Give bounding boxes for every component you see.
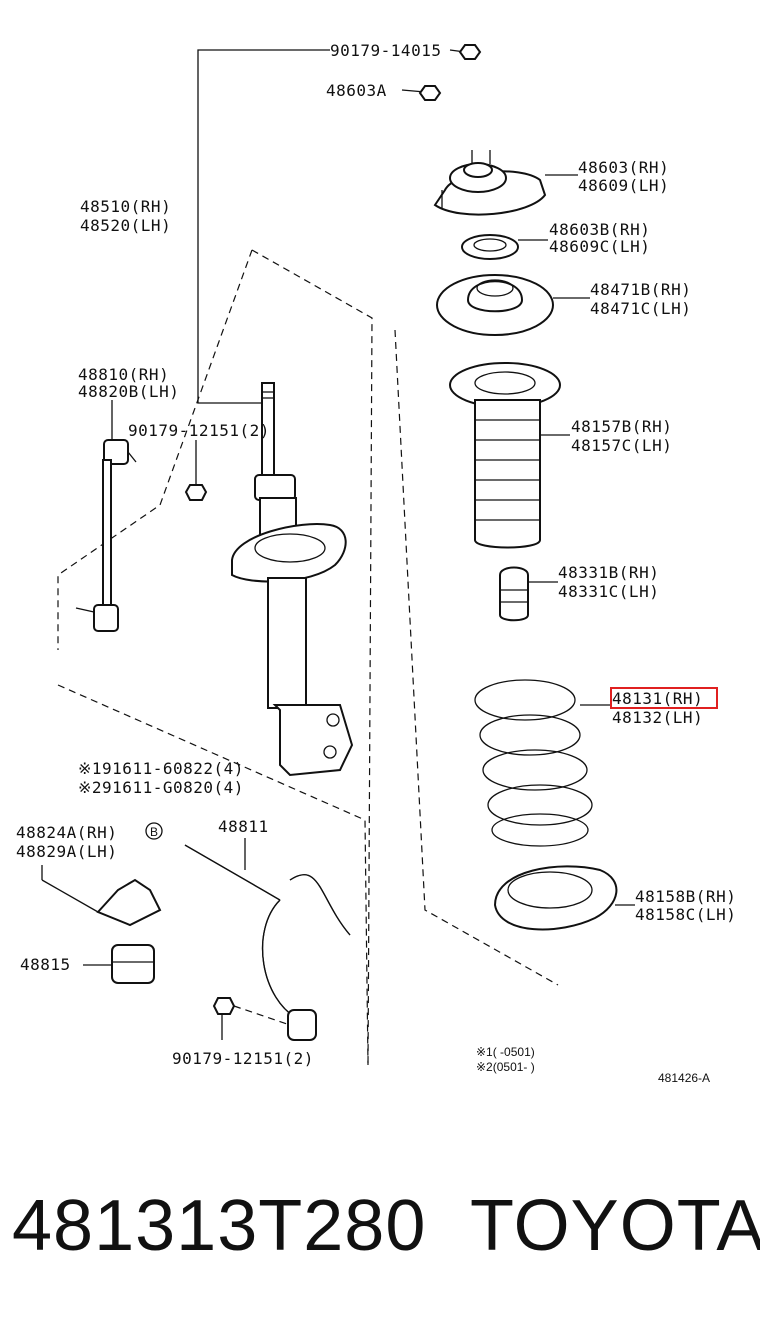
parts-diagram: 90179-14015 48603A 48510(RH) 48520(LH) 4… — [16, 41, 736, 1085]
label-nut-lower: 90179-12151(2) — [172, 1049, 314, 1068]
strut-assembly-outline — [251, 249, 373, 1066]
label-upper-seat-lh: 48471C(LH) — [590, 299, 691, 318]
highlight-box — [610, 687, 718, 709]
label-strut-rh: 48510(RH) — [80, 197, 171, 216]
label-bumper-rh: 48331B(RH) — [558, 563, 659, 582]
label-link-rh: 48810(RH) — [78, 365, 169, 384]
label-bolt-1: ※191611-60822(4) — [78, 759, 244, 778]
bracket-circle — [145, 822, 163, 840]
label-bracket-lh: 48829A(LH) — [16, 842, 117, 861]
label-bracket-circle: B — [150, 825, 158, 839]
bushing-bracket — [96, 878, 162, 927]
label-spring-rh: 48131(RH) — [612, 689, 703, 708]
brand-name: TOYOTA — [470, 1186, 760, 1266]
dust-boot — [449, 362, 561, 549]
lower-nut-guide — [233, 1005, 291, 1026]
label-nut-link: 90179-12151(2) — [128, 421, 270, 440]
label-upper-seat-rh: 48471B(RH) — [590, 280, 691, 299]
label-bracket-rh: 48824A(RH) — [16, 823, 117, 842]
label-bushing: 48815 — [20, 955, 71, 974]
stabilizer-link — [75, 439, 137, 632]
label-boot-rh: 48157B(RH) — [571, 417, 672, 436]
label-bolt-2: ※291611-G0820(4) — [78, 778, 244, 797]
label-bearing-lh: 48609C(LH) — [549, 237, 650, 256]
stabilizer-outline — [57, 684, 369, 1066]
label-bearing-rh: 48603B(RH) — [549, 220, 650, 239]
label-lower-seat-rh: 48158B(RH) — [635, 887, 736, 906]
bump-stopper — [499, 566, 529, 622]
stabilizer-bar — [184, 844, 351, 1041]
coil-spring — [474, 679, 593, 847]
lower-nut — [212, 997, 236, 1015]
upper-spring-seat — [436, 274, 554, 336]
label-link-lh: 48820B(LH) — [78, 382, 179, 401]
bearing — [461, 234, 519, 260]
label-mount-rh: 48603(RH) — [578, 158, 669, 177]
top-nut — [418, 44, 482, 101]
part-number: 481313T280 — [12, 1186, 427, 1266]
link-nut — [184, 484, 208, 501]
label-nut-top-2: 48603A — [326, 81, 387, 100]
spring-assembly-outline — [394, 329, 559, 986]
label-lower-seat-lh: 48158C(LH) — [635, 905, 736, 924]
note-1: ※1( -0501) — [476, 1045, 535, 1059]
label-strut-lh: 48520(LH) — [80, 216, 171, 235]
label-stabilizer-bar: 48811 — [218, 817, 269, 836]
leader-bracket-2 — [41, 879, 99, 913]
upper-support-mount — [433, 150, 547, 216]
reference-code: 481426-A — [658, 1071, 710, 1085]
stabilizer-bushing — [111, 944, 155, 984]
leader-strut — [197, 49, 330, 404]
label-mount-lh: 48609(LH) — [578, 176, 669, 195]
label-spring-lh: 48132(LH) — [612, 708, 703, 727]
label-boot-lh: 48157C(LH) — [571, 436, 672, 455]
strut-assembly-outline-left — [57, 249, 253, 650]
label-nut-top-1: 90179-14015 — [330, 41, 441, 60]
strut-shock-absorber — [231, 382, 354, 777]
lower-spring-seat — [493, 865, 618, 931]
note-2: ※2(0501- ) — [476, 1060, 535, 1074]
footer: 481313T280 TOYOTA — [0, 1185, 760, 1295]
label-bumper-lh: 48331C(LH) — [558, 582, 659, 601]
